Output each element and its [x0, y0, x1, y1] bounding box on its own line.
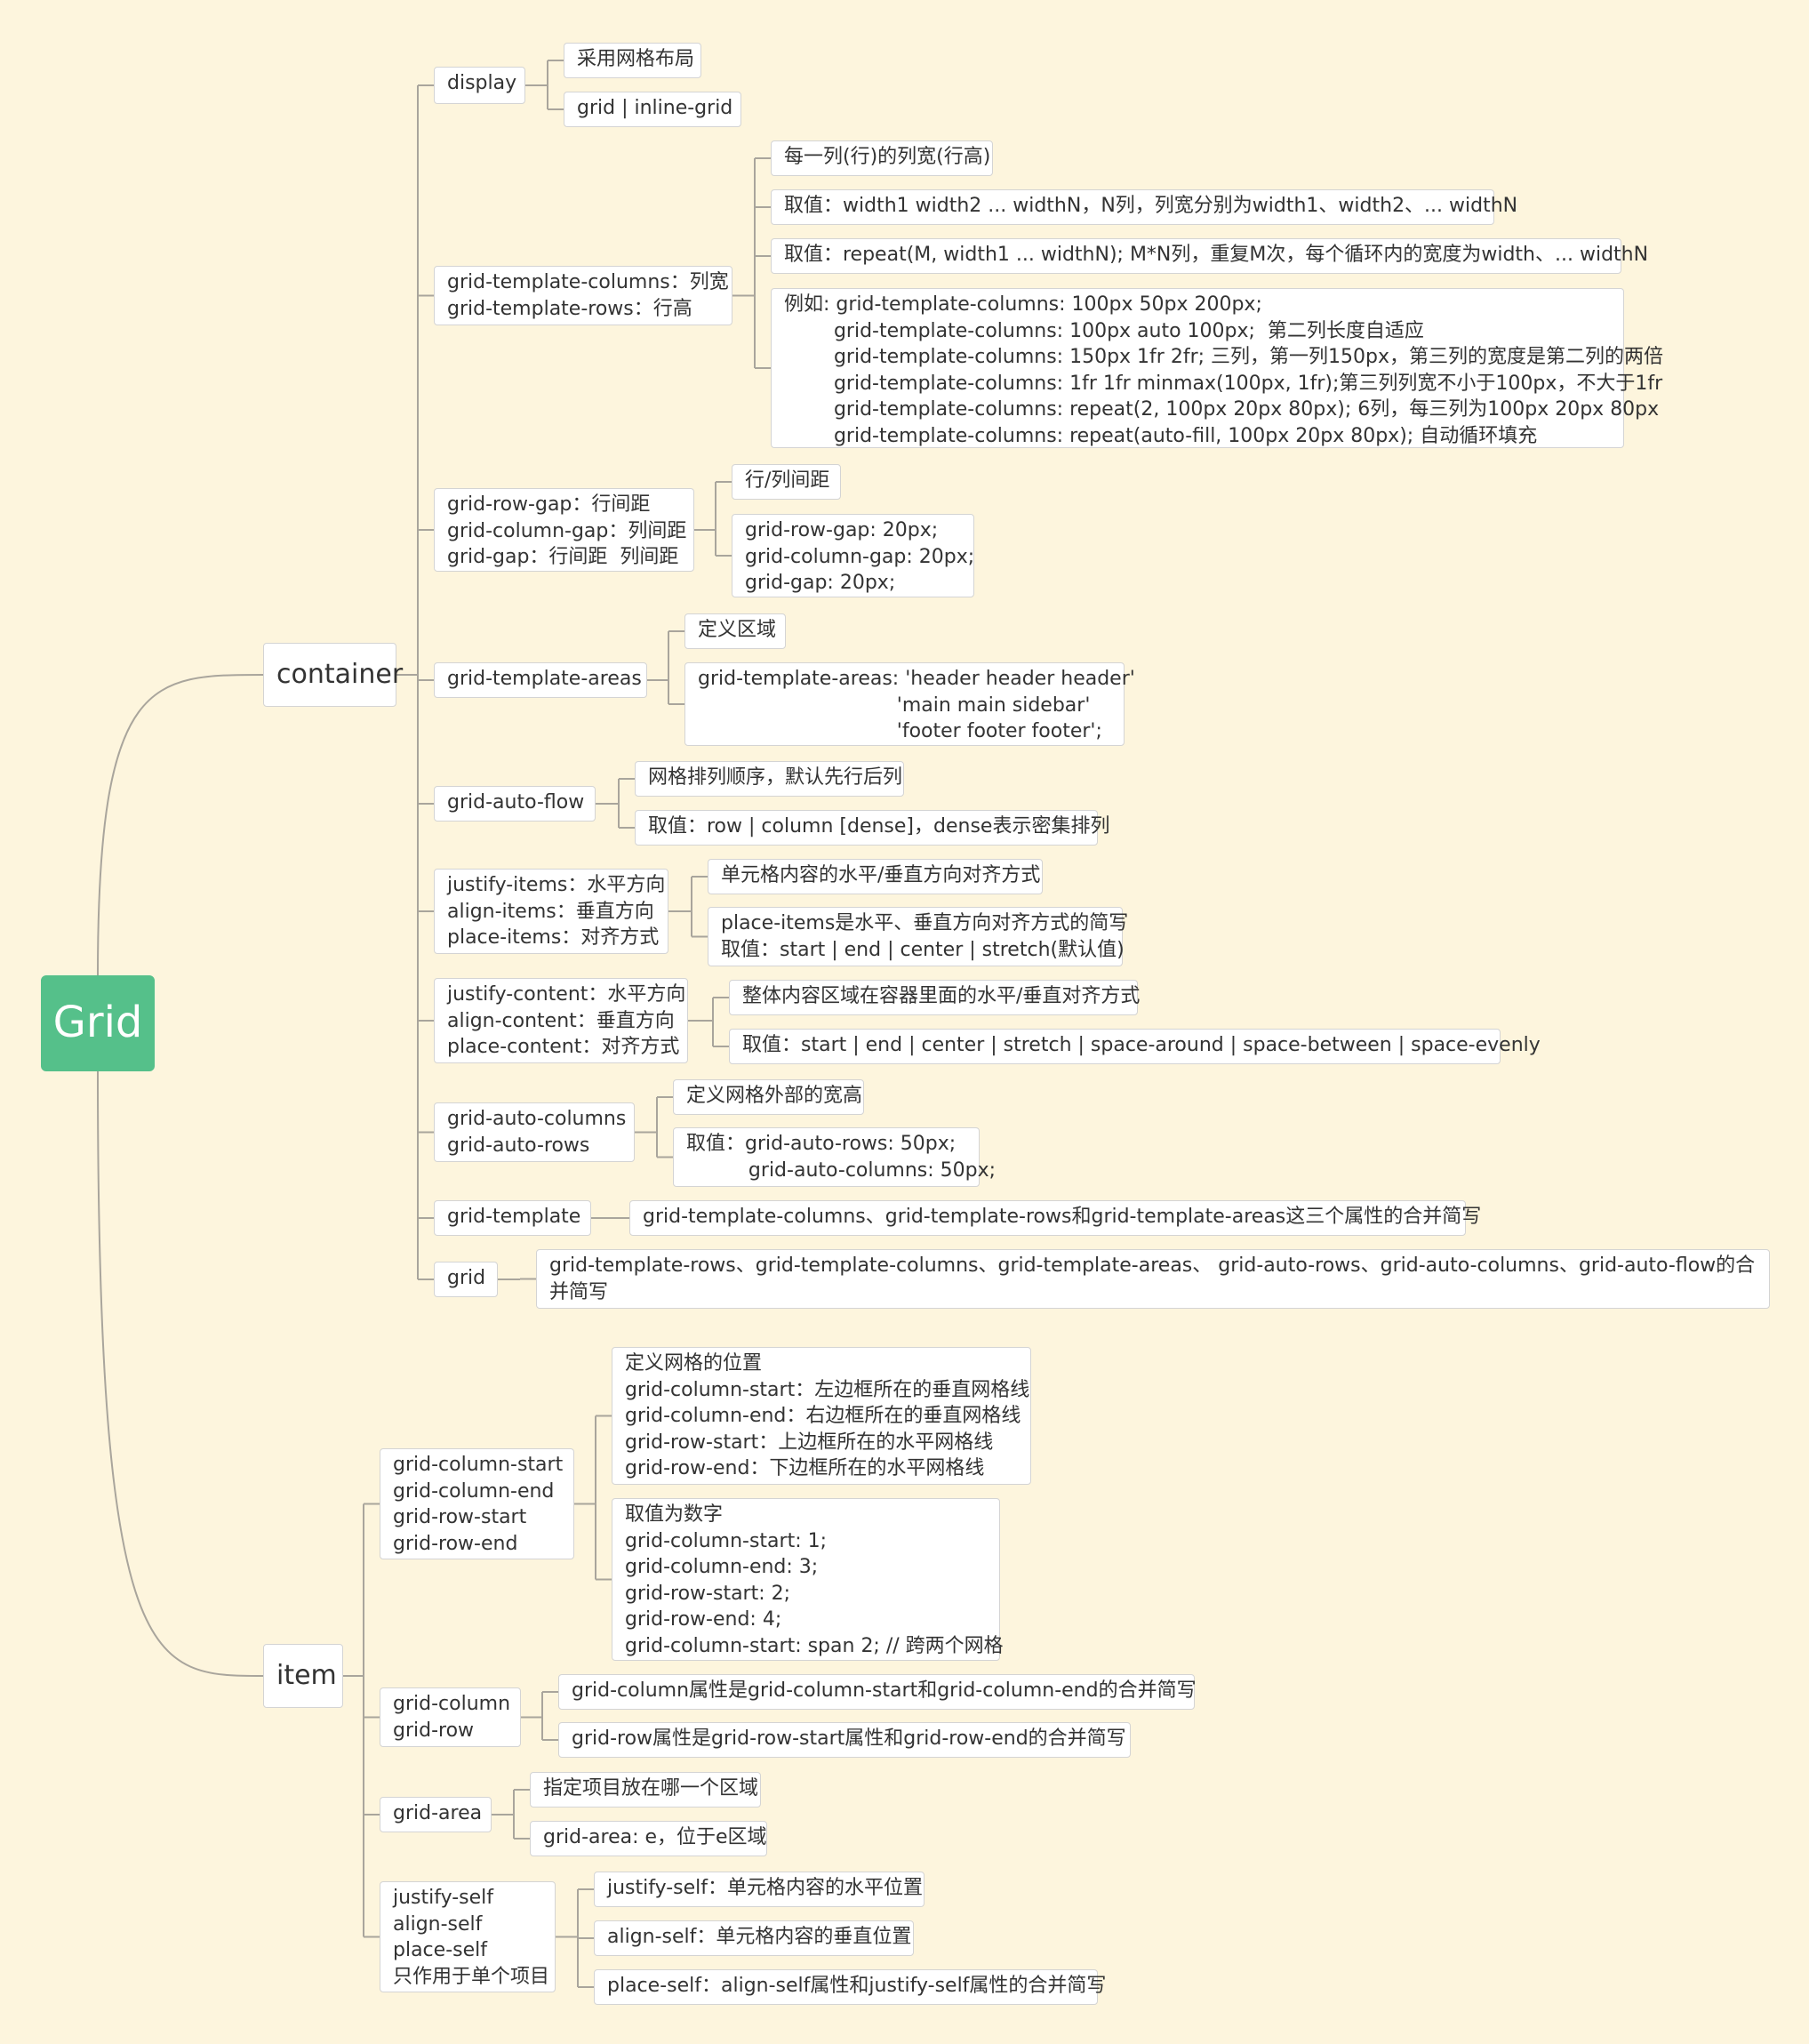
node-gap-a[interactable]: 行/列间距 [732, 464, 841, 500]
node-ji[interactable]: justify-items：水平方向 align-items：垂直方向 plac… [434, 869, 668, 954]
node-grid[interactable]: grid [434, 1262, 498, 1297]
node-gaf-b[interactable]: 取值：row | column [dense]，dense表示密集排列 [635, 810, 1109, 846]
node-js-b[interactable]: align-self：单元格内容的垂直位置 [594, 1920, 914, 1956]
node-garea-a[interactable]: 指定项目放在哪一个区域 [530, 1772, 761, 1808]
node-gcs-a[interactable]: 定义网格的位置 grid-column-start：左边框所在的垂直网格线 gr… [612, 1347, 1031, 1485]
node-gac-a[interactable]: 定义网格外部的宽高 [673, 1079, 864, 1115]
edge-root-container [97, 674, 264, 976]
edge-root-item [97, 1070, 264, 1677]
node-gcs-b[interactable]: 取值为数字 grid-column-start: 1; grid-column-… [612, 1498, 1004, 1661]
node-display-b[interactable]: grid | inline-grid [564, 92, 741, 127]
node-gcs[interactable]: grid-column-start grid-column-end grid-r… [380, 1448, 574, 1559]
node-js-c[interactable]: place-self：align-self属性和justify-self属性的合… [594, 1969, 1106, 2005]
node-gta[interactable]: grid-template-areas [434, 662, 647, 698]
node-gcol[interactable]: grid-column grid-row [380, 1687, 521, 1747]
node-gta-a[interactable]: 定义区域 [684, 613, 786, 649]
node-gcol-b[interactable]: grid-row属性是grid-row-start属性和grid-row-end… [558, 1722, 1131, 1758]
node-jc-b[interactable]: 取值：start | end | center | stretch | spac… [729, 1029, 1541, 1064]
node-gaf-a[interactable]: 网格排列顺序，默认先行后列 [635, 761, 904, 797]
node-js[interactable]: justify-self align-self place-self 只作用于单… [380, 1881, 556, 1992]
node-grid-a[interactable]: grid-template-rows、grid-template-columns… [536, 1249, 1770, 1309]
node-gt[interactable]: grid-template [434, 1200, 591, 1236]
node-gt-a[interactable]: grid-template-columns、grid-template-rows… [629, 1200, 1481, 1236]
node-gta-b[interactable]: grid-template-areas: 'header header head… [684, 662, 1135, 746]
node-gaf[interactable]: grid-auto-flow [434, 786, 596, 822]
node-display[interactable]: display [434, 67, 525, 104]
node-jc-a[interactable]: 整体内容区域在容器里面的水平/垂直对齐方式 [729, 980, 1140, 1015]
node-gap-b[interactable]: grid-row-gap: 20px; grid-column-gap: 20p… [732, 514, 974, 597]
node-gcol-a[interactable]: grid-column属性是grid-column-start和grid-col… [558, 1674, 1197, 1710]
node-gtc-b[interactable]: 取值：width1 width2 ... widthN，N列，列宽分别为widt… [771, 189, 1517, 225]
node-display-a[interactable]: 采用网格布局 [564, 43, 701, 78]
node-jc[interactable]: justify-content：水平方向 align-content：垂直方向 … [434, 978, 688, 1063]
node-garea-b[interactable]: grid-area: e，位于e区域 [530, 1821, 767, 1856]
node-gtc[interactable]: grid-template-columns：列宽 grid-template-r… [434, 266, 732, 325]
node-gac-b[interactable]: 取值：grid-auto-rows: 50px; grid-auto-colum… [673, 1127, 996, 1187]
node-root[interactable]: Grid [41, 975, 155, 1071]
node-js-a[interactable]: justify-self：单元格内容的水平位置 [594, 1872, 925, 1907]
node-garea[interactable]: grid-area [380, 1797, 492, 1832]
node-container[interactable]: container [263, 643, 403, 707]
node-ji-a[interactable]: 单元格内容的水平/垂直方向对齐方式 [708, 859, 1043, 894]
node-gap[interactable]: grid-row-gap：行间距 grid-column-gap：列间距 gri… [434, 488, 694, 572]
node-ji-b[interactable]: place-items是水平、垂直方向对齐方式的简写 取值：start | en… [708, 907, 1128, 966]
node-item[interactable]: item [263, 1644, 343, 1708]
node-gtc-c[interactable]: 取值：repeat(M, width1 ... widthN); M*N列，重复… [771, 238, 1648, 274]
node-gac[interactable]: grid-auto-columns grid-auto-rows [434, 1102, 635, 1162]
node-gtc-a[interactable]: 每一列(行)的列宽(行高) [771, 140, 993, 176]
node-gtc-d[interactable]: 例如: grid-template-columns: 100px 50px 20… [771, 288, 1663, 448]
